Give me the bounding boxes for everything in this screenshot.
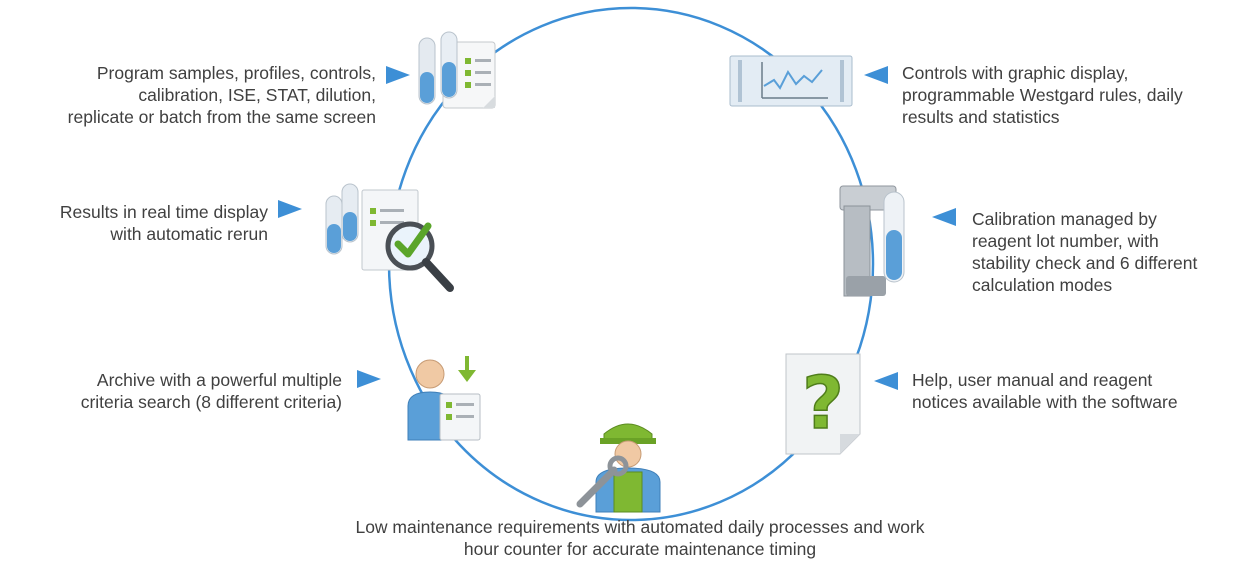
- help-arrow: [874, 372, 898, 390]
- controls-arrow: [864, 66, 888, 84]
- program-samples-label: Program samples, profiles, controls, cal…: [67, 63, 376, 127]
- control-chart-icon: [728, 50, 854, 117]
- maintenance-worker-wrench-icon: [574, 412, 678, 521]
- results-arrow: [278, 200, 302, 218]
- svg-text:?: ?: [802, 361, 844, 445]
- archive-label: Archive with a powerful multiple criteri…: [80, 370, 342, 412]
- sample-tubes-form-icon: [413, 28, 501, 129]
- help-question-icon: ?: [778, 350, 868, 465]
- reagent-probe-icon: [836, 180, 926, 311]
- maintenance-label: Low maintenance requirements with automa…: [355, 517, 925, 559]
- program-samples-arrow: [386, 66, 410, 84]
- calibration-arrow: [932, 208, 956, 226]
- results-magnifier-check-icon: [318, 180, 468, 305]
- archive-user-icon: [396, 350, 496, 451]
- archive-arrow: [357, 370, 381, 388]
- calibration-label: Calibration managed by reagent lot numbe…: [972, 209, 1198, 295]
- help-label: Help, user manual and reagent notices av…: [912, 370, 1178, 412]
- results-label: Results in real time display with automa…: [59, 202, 268, 244]
- controls-label: Controls with graphic display, programma…: [902, 63, 1183, 127]
